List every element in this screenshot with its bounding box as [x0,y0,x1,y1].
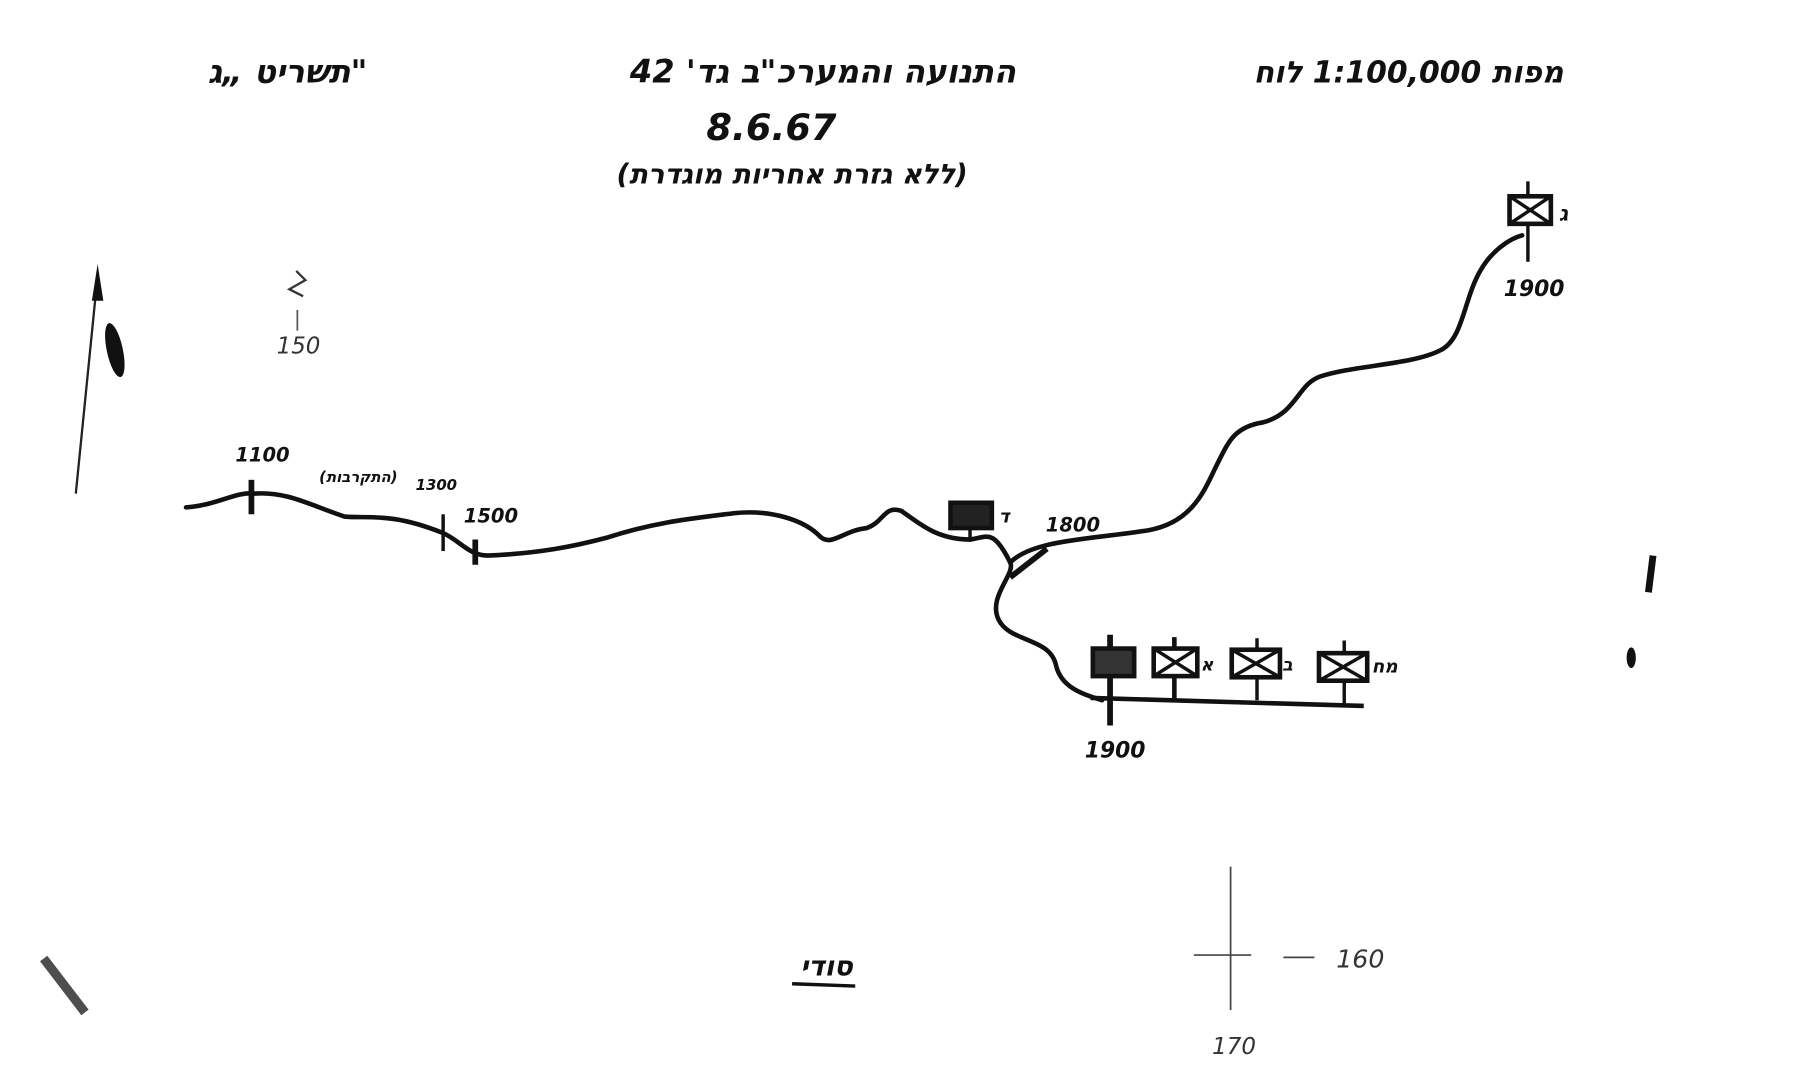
scale-label: מפות 1:100,000 לוח [1254,56,1565,91]
annex-label: תשריט „ג" [208,53,368,91]
map-date: 8.6.67 [706,106,837,149]
time-label-1900-top: 1900 [1504,277,1565,302]
unit-symbol-row-4: מח [1316,640,1399,705]
time-label-1500: 1500 [464,504,518,527]
svg-text:ד: ד [999,506,1011,527]
north-arrow-icon [74,264,125,494]
svg-text:ב: ב [1282,655,1293,675]
edge-mark [1626,647,1636,669]
classification-underline [792,982,856,988]
edge-mark [1645,555,1657,593]
grid-mark-160-170: 160 170 [1193,866,1384,1060]
svg-text:מח: מח [1372,657,1399,678]
time-label-note: (התקרבות) [319,468,397,486]
svg-text:170: 170 [1212,1034,1256,1060]
map-title: התנועה והמערכ"ב גד' 42 [629,53,1016,91]
unit-symbol-row-3: ב [1229,638,1293,701]
svg-text:160: 160 [1336,945,1384,974]
unit-symbol-row-1 [1090,634,1137,726]
time-label-1800: 1800 [1046,513,1100,536]
svg-text:ג: ג [1559,201,1569,225]
unit-symbol-row-2: א [1151,637,1214,701]
movement-route [183,491,1105,703]
classification-label: סודי [800,951,854,983]
svg-text:א: א [1201,655,1214,675]
time-label-1100: 1100 [235,443,289,466]
grid-mark-150: 150 [277,270,321,360]
movement-route-branch [1007,233,1525,565]
unit-symbol-top-right: ג [1507,181,1569,262]
route-crossing-mark [1008,546,1049,580]
svg-text:150: 150 [277,334,321,360]
map-subtitle: (ללא גזרת אחריות מוגדרת) [617,159,968,191]
time-label-1900-bottom: 1900 [1085,739,1146,764]
unit-row-baseline [1090,695,1364,709]
edge-mark [40,955,89,1016]
time-label-1300: 1300 [416,476,457,494]
unit-symbol-mid: ד [948,500,1011,542]
